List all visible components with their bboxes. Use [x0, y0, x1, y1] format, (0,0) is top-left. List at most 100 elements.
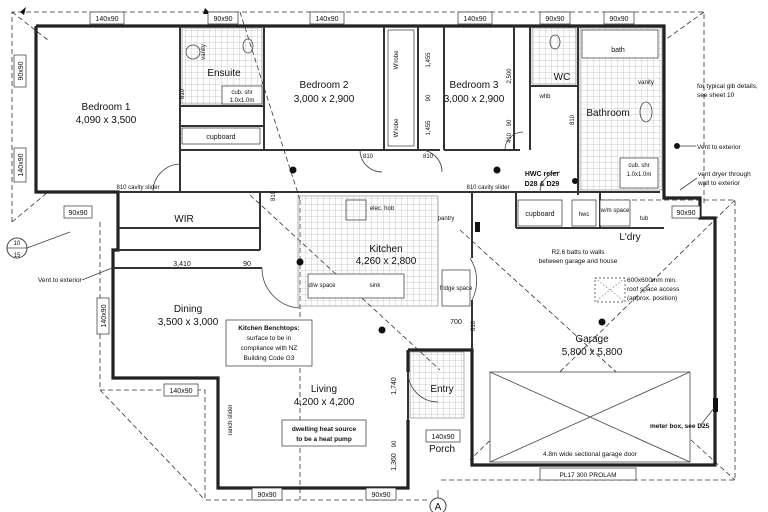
dim-entry-810: 810 — [471, 320, 477, 331]
note-roof-2: roof space access — [627, 286, 680, 293]
note-bench-title: Kitchen Benchtops: — [238, 325, 299, 332]
note-vent-dryer-2: wall to exterior — [697, 180, 741, 187]
dining-dim: 3,500 x 3,000 — [158, 317, 219, 328]
note-batts-2: between garage and house — [539, 258, 618, 265]
bedroom3-name: Bedroom 3 — [450, 80, 499, 91]
bath-shower-size: 1.0x1.0m — [627, 172, 652, 178]
kitchen-hob: elec. hob — [370, 206, 395, 212]
fixtures — [181, 29, 718, 463]
ensuite-shower-size: 1.0x1.0m — [230, 98, 255, 104]
kitchen-dw: d/w space — [308, 283, 336, 289]
note-hwc-2: D28 & D29 — [525, 181, 560, 188]
living-dim: 4,200 x 4,200 — [294, 397, 355, 408]
dining-name: Dining — [174, 304, 202, 315]
bed1-cupboard: cupboard — [206, 134, 235, 141]
bed2-wrobe: W'robe — [394, 50, 400, 69]
kitchen-name: Kitchen — [369, 244, 402, 255]
window-living-bottom-left: 90x90 — [257, 492, 276, 499]
kitchen-dim: 4,260 x 2,800 — [356, 256, 417, 267]
laundry-name: L'dry — [619, 232, 640, 243]
dim-wrobe-1455-a: 1,455 — [426, 52, 432, 68]
garage-dim: 5,800 x 5,800 — [562, 347, 623, 358]
kitchen-sink: sink — [370, 283, 382, 289]
note-roof-3: (approx. position) — [627, 295, 677, 302]
dim-wc-door: 810 — [570, 114, 576, 125]
window-living-bottom-right: 90x90 — [371, 492, 390, 499]
laundry-cupboard: cupboard — [525, 211, 554, 218]
entry-name: Entry — [430, 384, 453, 395]
section-bottom: 15 — [14, 253, 21, 259]
fixture-labels: vanity cub. shr 1.0x1.0m cupboard W'robe… — [201, 44, 654, 292]
garage-name: Garage — [575, 334, 609, 345]
note-batts-1: R2.6 batts to walls — [551, 249, 605, 256]
note-heat-1: dwelling heat source — [292, 426, 357, 433]
bedroom1-name: Bedroom 1 — [82, 102, 131, 113]
section-top: 10 — [14, 241, 21, 247]
interior-walls — [113, 26, 664, 420]
cavity-slider-right: 810 cavity slider — [466, 185, 509, 191]
dim-hall-810: 810 — [271, 190, 277, 201]
bedroom2-dim: 3,000 x 2,900 — [294, 94, 355, 105]
cavity-slider-left: 810 cavity slider — [116, 185, 159, 191]
note-hwc-1: HWC refer — [525, 171, 560, 178]
note-garage-door: 4.8m wide sectional garage door — [543, 451, 638, 458]
bed3-wrobe: W'robe — [394, 118, 400, 137]
bathroom-name: Bathroom — [586, 108, 629, 119]
window-porch: 140x90 — [432, 434, 455, 441]
note-gib-2: see sheet 10 — [697, 92, 735, 99]
dim-bed3-90: 90 — [507, 119, 513, 126]
dim-entry-700: 700 — [450, 319, 462, 326]
exterior-walls — [34, 24, 717, 490]
laundry-wm: w/m space — [600, 208, 630, 214]
kitchen-fridge: fridge space — [440, 286, 473, 292]
window-bed1-top: 140x90 — [96, 16, 119, 23]
dim-bed3-2500: 2,500 — [507, 68, 513, 84]
living-name: Living — [311, 384, 337, 395]
note-meter-box: meter box, see D25 — [650, 423, 710, 430]
bedroom1-dim: 4,090 x 3,500 — [76, 115, 137, 126]
dim-living-1360: 1,360 — [391, 453, 398, 471]
ensuite-vanity: vanity — [201, 44, 207, 60]
dim-dining-90: 90 — [243, 261, 251, 268]
dim-bed3-410: 410 — [507, 132, 513, 143]
window-dining-bottom: 140x90 — [170, 388, 193, 395]
note-vent-exterior: Vent to exterior — [697, 144, 742, 151]
dimension-labels: 810 810 810 1,455 1,455 90 2,500 410 90 … — [116, 52, 576, 471]
section-marker: 10 15 A — [6, 7, 447, 512]
note-bench-1: surface to be in — [247, 335, 292, 342]
note-prolam: PL17 300 PROLAM — [559, 472, 616, 479]
laundry-hwc: hwc — [579, 212, 590, 218]
dim-ensuite-door: 810 — [180, 88, 186, 99]
window-ensuite-top: 90x90 — [213, 16, 232, 23]
note-heat-2: to be a heat pump — [296, 436, 352, 443]
window-bed3-top: 140x90 — [464, 16, 487, 23]
dim-living-90: 90 — [392, 440, 398, 447]
dim-dining-3410: 3,410 — [173, 261, 191, 268]
bath-vanity: vanity — [638, 80, 654, 86]
window-bed1-left-bottom: 140x90 — [18, 153, 25, 176]
window-bath-top: 90x90 — [609, 16, 628, 23]
window-bed2-top: 140x90 — [316, 16, 339, 23]
note-bench-2: compliance with NZ — [241, 345, 298, 352]
window-dining-left: 140x90 — [101, 304, 108, 327]
dim-bed3-door: 810 — [423, 154, 434, 160]
note-roof-1: 600x600mm min. — [627, 277, 677, 284]
wc-whb: whb — [538, 94, 551, 100]
bedroom3-dim: 3,000 x 2,900 — [444, 94, 505, 105]
note-vent-left: Vent to exterior — [38, 277, 83, 284]
bath-shower: cub. shr — [628, 163, 649, 169]
wc-name: WC — [554, 72, 571, 83]
porch-name: Porch — [429, 444, 455, 455]
bath-tub: bath — [611, 47, 625, 54]
window-laundry: 90x90 — [676, 210, 695, 217]
kitchen-pantry: pantry — [438, 216, 455, 222]
window-wir: 90x90 — [68, 210, 87, 217]
laundry-tub: tub — [640, 216, 649, 222]
note-gib-1: for typical gib details, — [697, 83, 758, 90]
dim-bed2-door: 810 — [363, 154, 374, 160]
ensuite-name: Ensuite — [207, 68, 241, 79]
window-bed1-left-top: 90x90 — [18, 61, 25, 80]
dim-wrobe-90: 90 — [426, 94, 432, 101]
notes: for typical gib details, see sheet 10 Ve… — [38, 83, 758, 481]
